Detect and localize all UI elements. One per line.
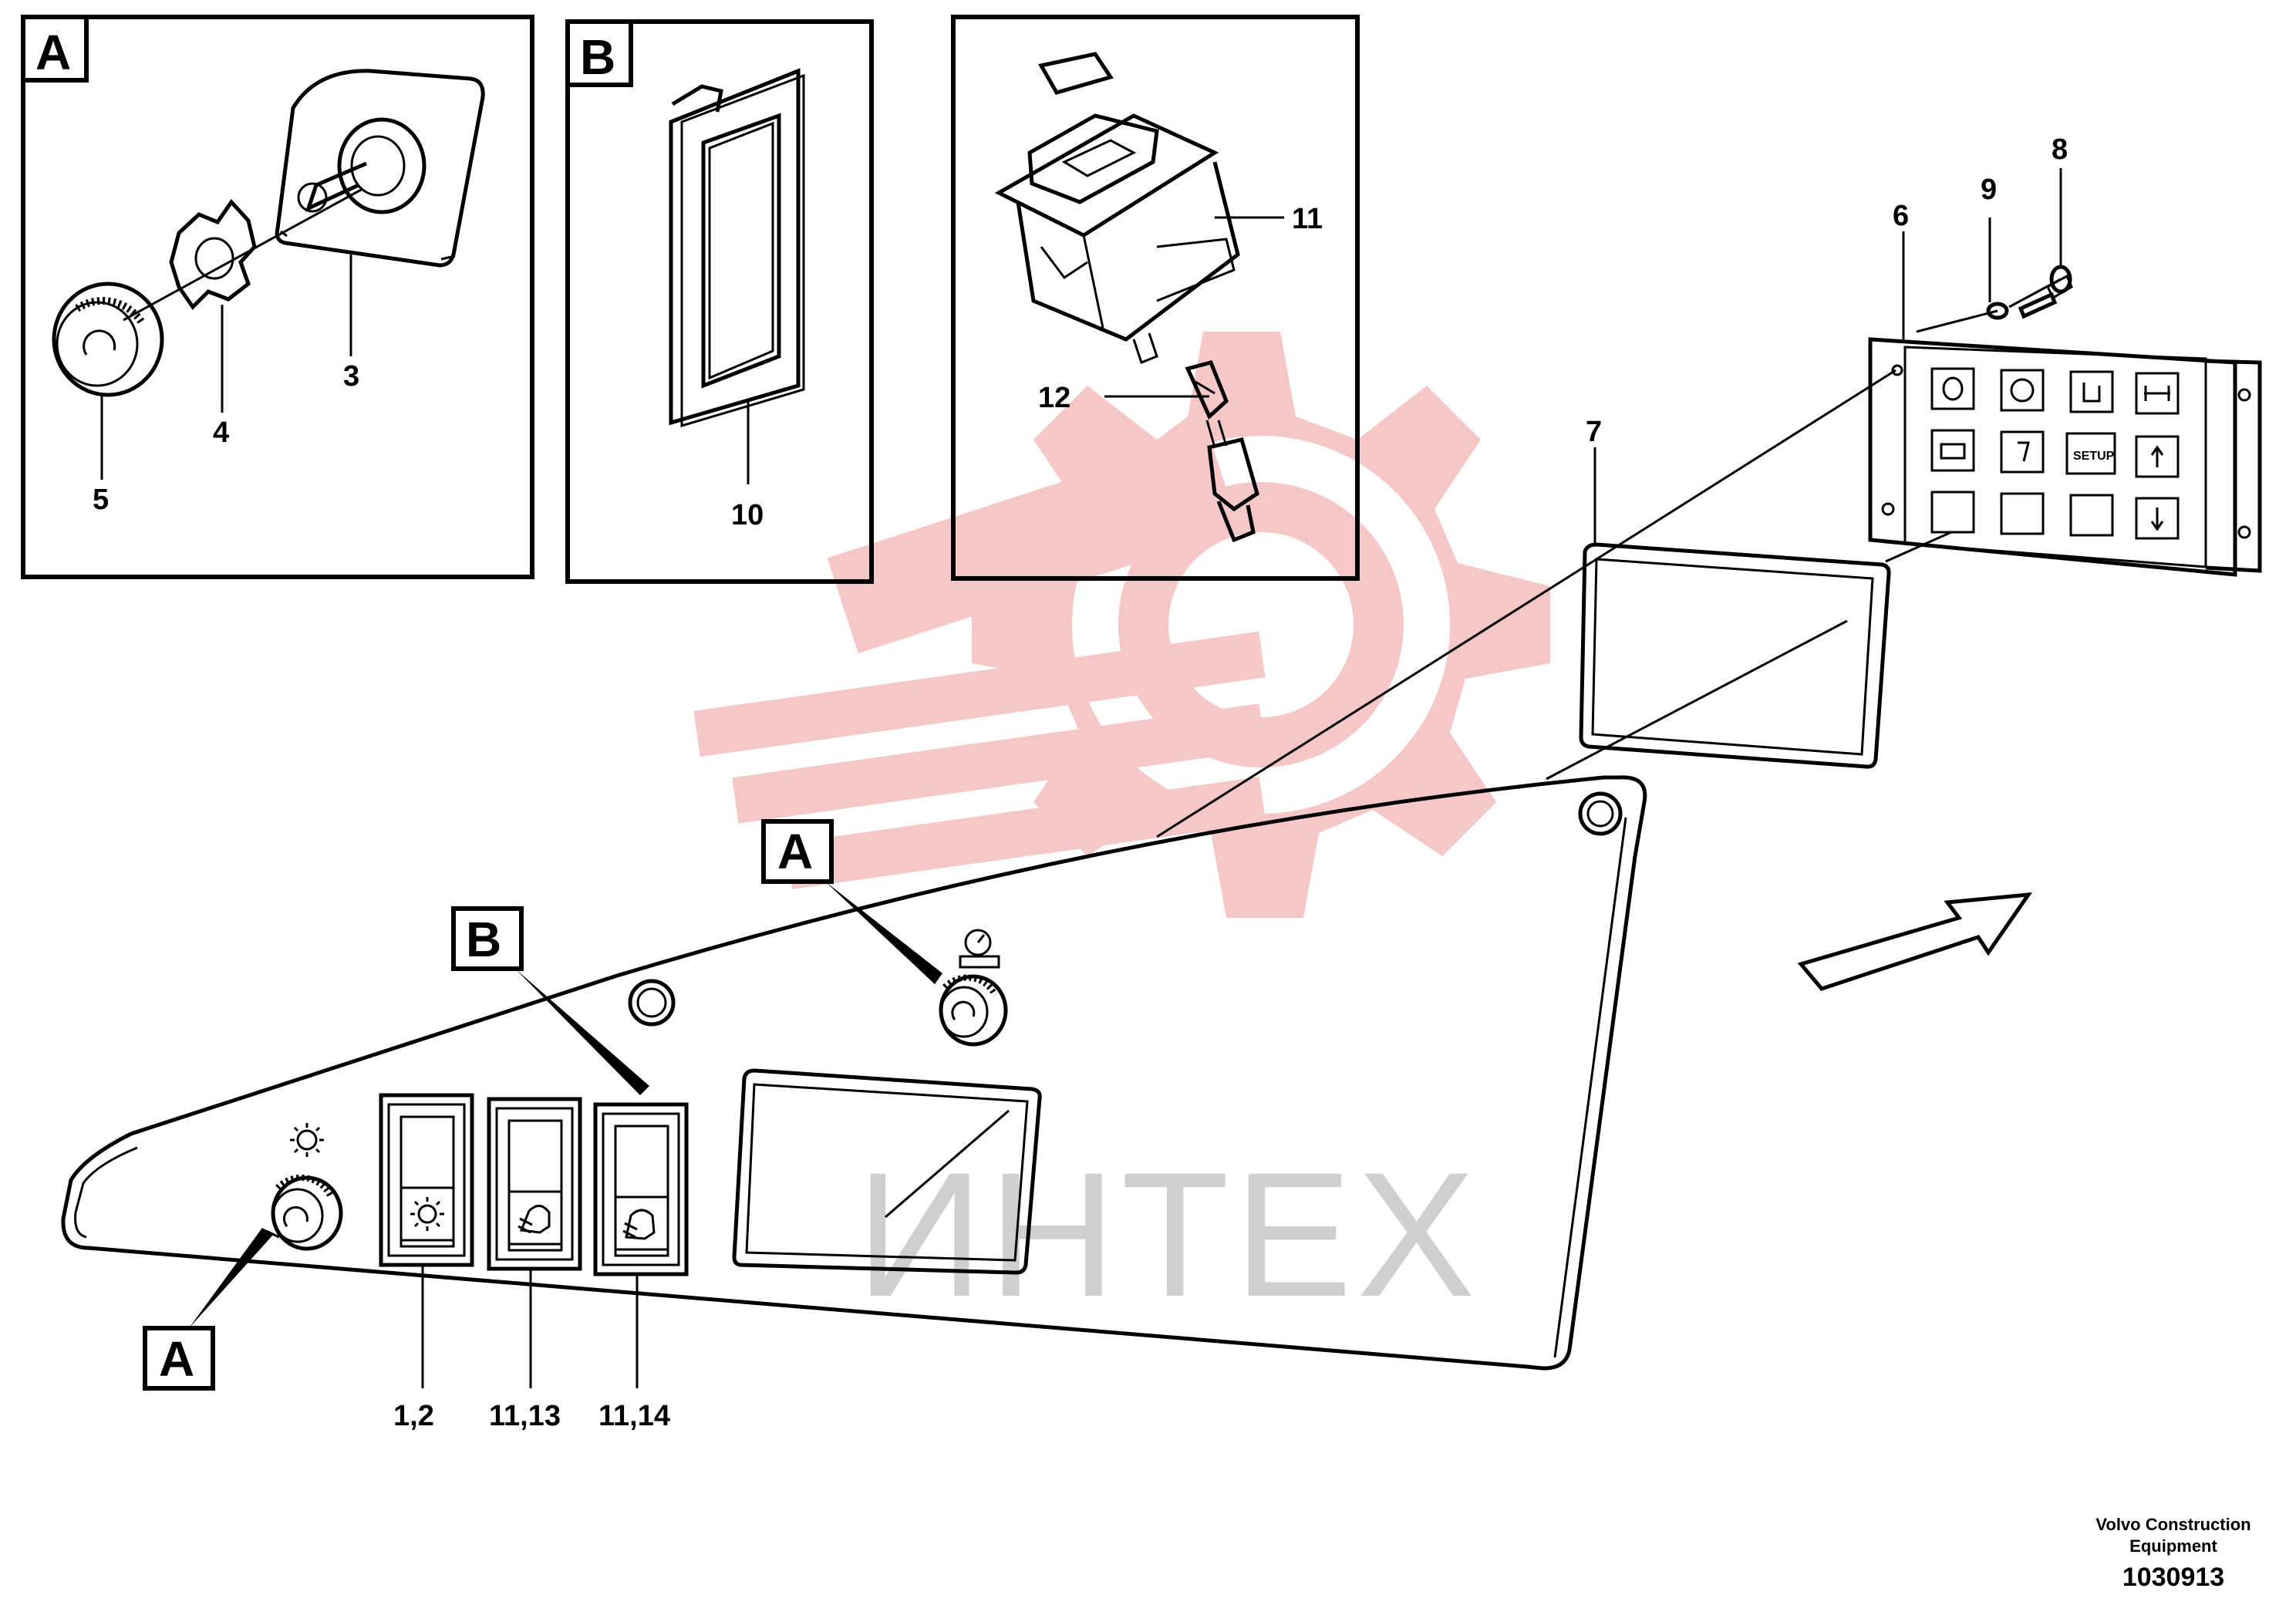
bulb-part <box>1185 360 1259 543</box>
keypad-key-battery <box>1930 429 1975 472</box>
switch-11-13 <box>487 1097 582 1271</box>
panel-letter-b: B <box>451 906 649 1095</box>
dashboard-light-icon <box>959 929 1000 969</box>
keypad-key-blank-3 <box>2069 494 2114 537</box>
keypad-buttons: SETUP <box>1930 367 2180 540</box>
callout-11-14: 11,14 <box>598 1400 670 1432</box>
knob-mount-plate <box>275 69 485 268</box>
footer-code: 1030913 <box>2122 1563 2224 1592</box>
footer-company-line2: Equipment <box>2129 1536 2217 1556</box>
keypad-assembly: SETUP <box>1868 337 2262 577</box>
callout-4: 4 <box>213 416 229 449</box>
keypad-setup-label: SETUP <box>2073 450 2115 463</box>
front-light-icon <box>518 1205 551 1234</box>
keypad-key-blank-1 <box>1930 491 1975 534</box>
center-knob <box>939 974 1008 1047</box>
keypad-key-axle <box>2135 372 2180 415</box>
callout-3: 3 <box>343 360 359 393</box>
detail-box-a-letter: A <box>35 25 71 80</box>
rear-light-icon <box>622 1209 656 1240</box>
watermark-text: ИНТЕХ <box>856 1135 1480 1334</box>
keypad-key-temp <box>2000 430 2045 474</box>
keypad-key-gear <box>2000 369 2045 412</box>
panel-screw-left <box>628 979 676 1027</box>
callout-8: 8 <box>2052 133 2068 166</box>
callout-11-13: 11,13 <box>489 1400 561 1432</box>
detail-box-a: A 3 4 5 <box>21 15 534 579</box>
callout-5: 5 <box>93 484 109 516</box>
footer-block: Volvo Construction Equipment 1030913 <box>2095 1515 2250 1592</box>
rocker-switch-part <box>994 113 1240 364</box>
detail-box-b: B 10 <box>565 19 874 584</box>
panel-letter-b-text: B <box>466 912 501 967</box>
detail-box-switch: 11 12 <box>951 15 1360 581</box>
knob-part <box>52 282 164 397</box>
screw-part <box>2018 265 2073 319</box>
panel-letter-a-center: A <box>761 819 942 984</box>
panel-letter-a-center-text: A <box>777 824 813 879</box>
display-cutout <box>732 1068 1042 1275</box>
keypad-key-fuel <box>2069 370 2114 413</box>
callout-11: 11 <box>1292 203 1323 235</box>
blank-cover-part <box>669 68 805 428</box>
keypad-key-setup <box>2065 432 2116 475</box>
callout-6: 6 <box>1893 200 1909 232</box>
nut-part <box>169 199 257 310</box>
keypad-key-blank-2 <box>2000 492 2045 535</box>
callout-10: 10 <box>731 499 764 531</box>
panel-letter-a-left: A <box>143 1228 280 1391</box>
callout-9: 9 <box>1981 174 1997 206</box>
keypad-key-engine <box>1930 367 1975 410</box>
light-sun-icon <box>290 1123 324 1157</box>
work-light-icon <box>410 1197 444 1231</box>
keypad-key-down <box>2135 497 2180 540</box>
watermark-gear-logo <box>693 332 1550 918</box>
switch-1-2 <box>379 1093 474 1267</box>
washer-part <box>1986 302 2009 320</box>
footer-company-line1: Volvo Construction <box>2095 1515 2250 1534</box>
detail-box-b-letter: B <box>580 29 615 85</box>
callout-1-2: 1,2 <box>393 1400 434 1432</box>
panel-letter-a-left-text: A <box>159 1331 194 1387</box>
callout-12: 12 <box>1038 382 1070 414</box>
left-knob <box>271 1174 343 1251</box>
gasket-frame <box>1579 542 1891 769</box>
callout-7: 7 <box>1586 416 1602 448</box>
keypad-key-up <box>2135 435 2180 478</box>
arrow-icon <box>1797 892 2033 991</box>
instrument-panel <box>61 775 1647 1371</box>
switch-11-14 <box>593 1102 689 1276</box>
panel-screw-top <box>1578 791 1623 836</box>
